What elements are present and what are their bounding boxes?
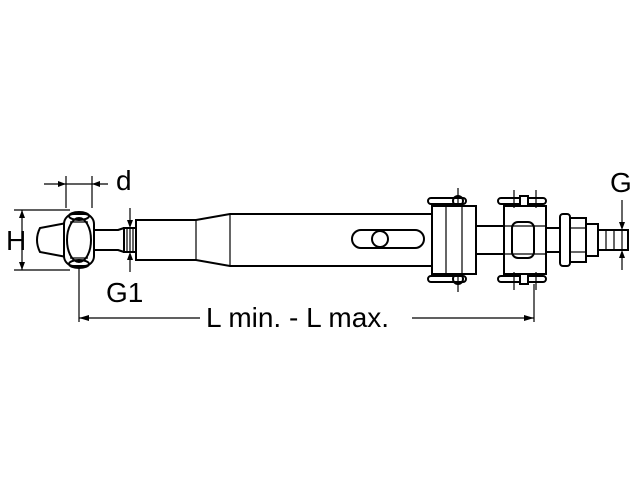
right-nut-thread [559,213,629,267]
dimension-h-label: H [6,225,26,256]
dimension-d: d [44,165,132,208]
adjustment-sleeve [427,188,477,292]
dimension-g1-label: G1 [106,277,143,308]
right-clevis [497,190,561,290]
dimension-g-label: G [610,167,632,198]
right-shaft [475,225,505,255]
dimension-d-label: d [116,165,132,196]
left-ball-eye [36,211,125,269]
dimension-h: H [6,209,70,271]
dimension-length: L min. - L max. [78,266,535,333]
main-tube [135,213,433,267]
dimension-length-label: L min. - L max. [206,302,389,333]
thread-g1: G1 [106,208,143,308]
dimension-g: G [610,167,632,270]
